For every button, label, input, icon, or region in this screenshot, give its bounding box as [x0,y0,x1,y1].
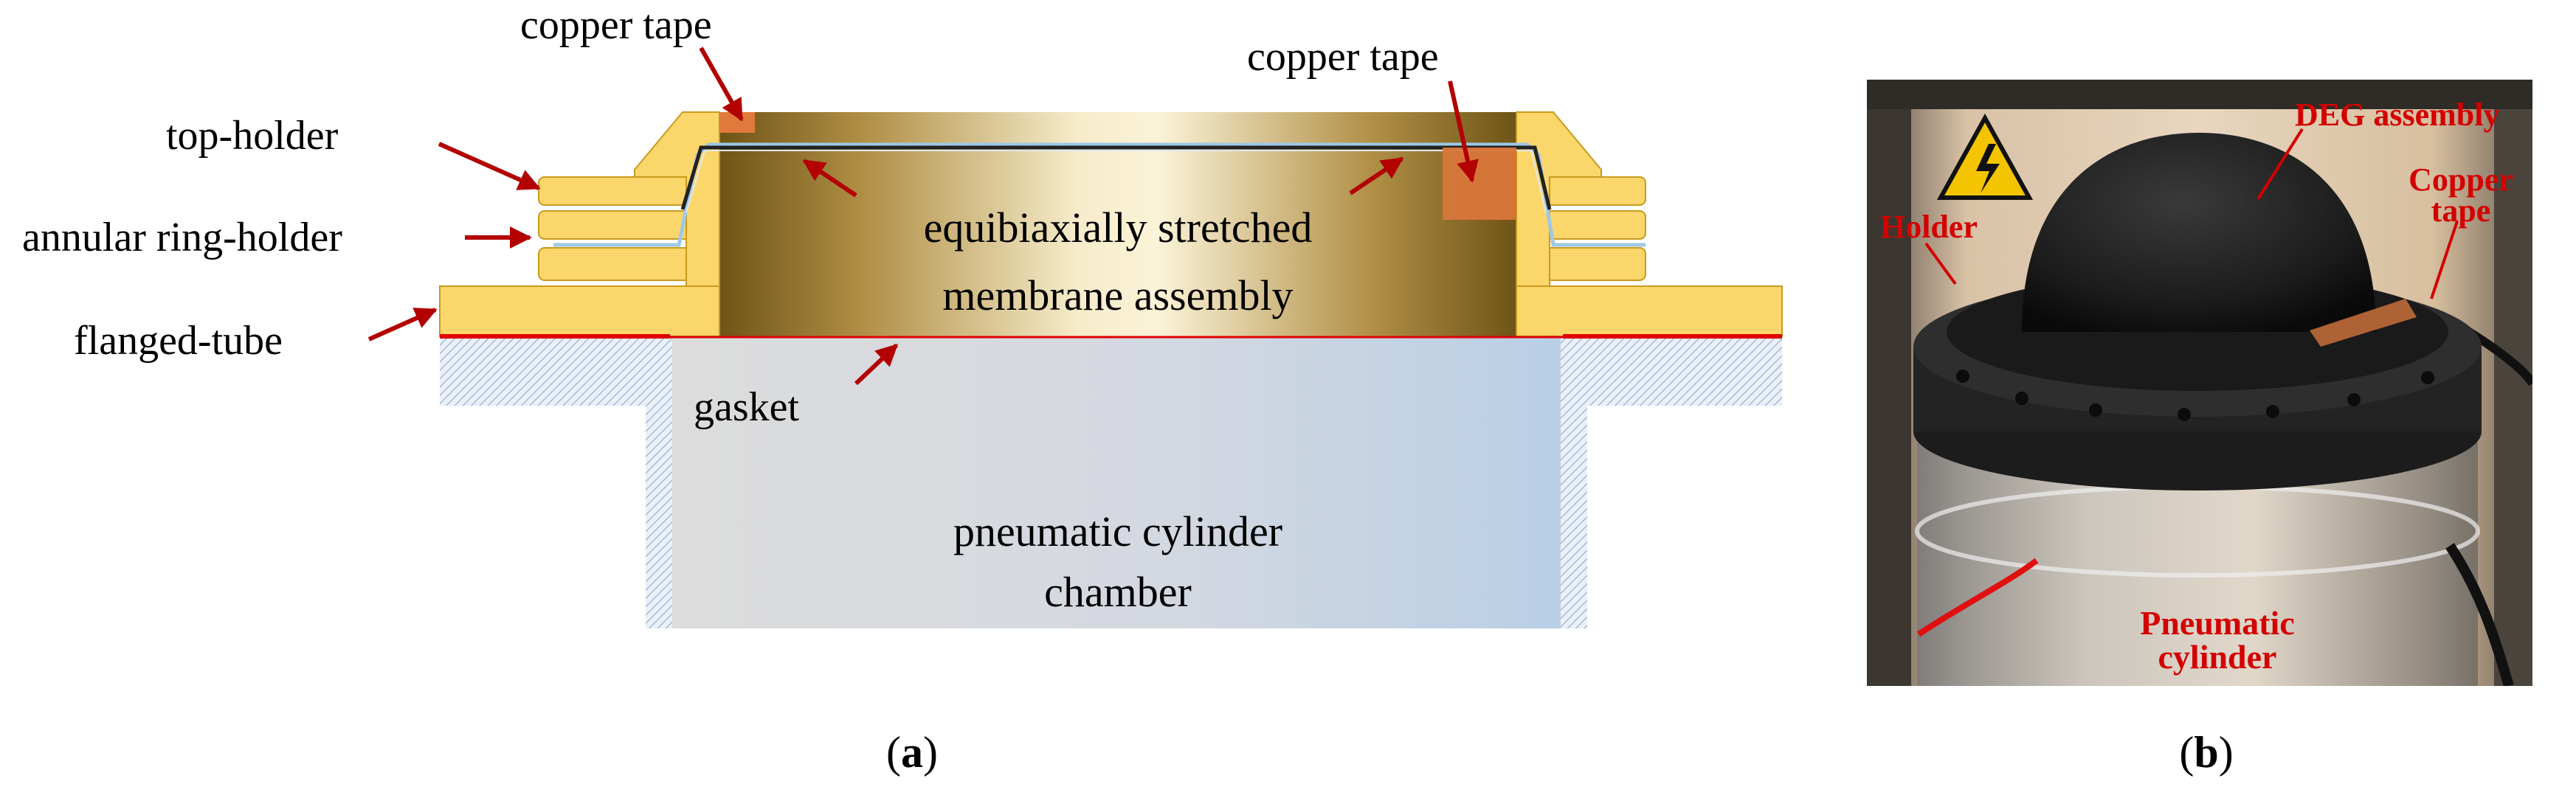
caption-a: (a) [886,728,938,777]
label-chamber-line2: chamber [1044,568,1192,616]
caption-b-close: ) [2219,728,2234,777]
label-flanged-tube: flanged-tube [74,318,283,364]
caption-a-letter: a [901,728,923,777]
label-membrane-line2: membrane assembly [942,271,1293,319]
photo-label-holder: Holder [1880,209,1978,245]
label-annular-ring-holder: annular ring-holder [22,215,342,260]
arrow-copper-tape-left [699,46,744,122]
label-gasket: gasket [694,384,800,430]
photo-label-copper-line1: Copper [2408,162,2513,198]
arrow-membrane-right [1349,156,1404,195]
arrow-copper-tape-right [1448,80,1479,183]
caption-b-letter: b [2194,728,2218,777]
panel-a-diagram: copper tape copper tape top-holder annul… [22,2,1783,777]
arrow-membrane-left [802,159,857,198]
arrow-top-holder [438,142,541,190]
label-chamber-line1: pneumatic cylinder [953,507,1282,555]
photo-label-deg-assembly: DEG assembly [2295,97,2499,133]
annular-ring-holder-left [538,176,720,281]
deg-dome [2022,133,2376,332]
photo-label-pneumatic-line2: cylinder [2158,638,2277,676]
label-copper-tape-right: copper tape [1247,34,1439,80]
flanged-tube [439,285,1783,337]
caption-a-close: ) [923,728,938,777]
caption-a-open: ( [886,728,901,777]
gasket [440,334,1782,339]
warning-sign [1936,113,2034,200]
label-copper-tape-left: copper tape [520,2,712,48]
arrow-flanged-tube [367,308,438,342]
membrane-assembly [719,112,1516,336]
label-membrane-line1: equibiaxially stretched [924,204,1313,252]
photo-label-pneumatic-line1: Pneumatic [2140,604,2295,642]
arrow-gasket [854,343,899,386]
photo-label-copper-line2: tape [2431,193,2491,229]
label-top-holder: top-holder [166,113,339,159]
membrane-layers [553,142,1646,247]
pneumatic-chamber [672,335,1561,628]
cylinder-wall [440,335,1782,628]
copper-tape-right-shape [1443,148,1516,220]
caption-b: (b) [2179,728,2233,777]
caption-b-open: ( [2179,728,2194,777]
annotation-arrows [367,46,1479,386]
panel-b-photo: DEG assembly Copper tape Holder Pneumati… [1867,80,2532,777]
